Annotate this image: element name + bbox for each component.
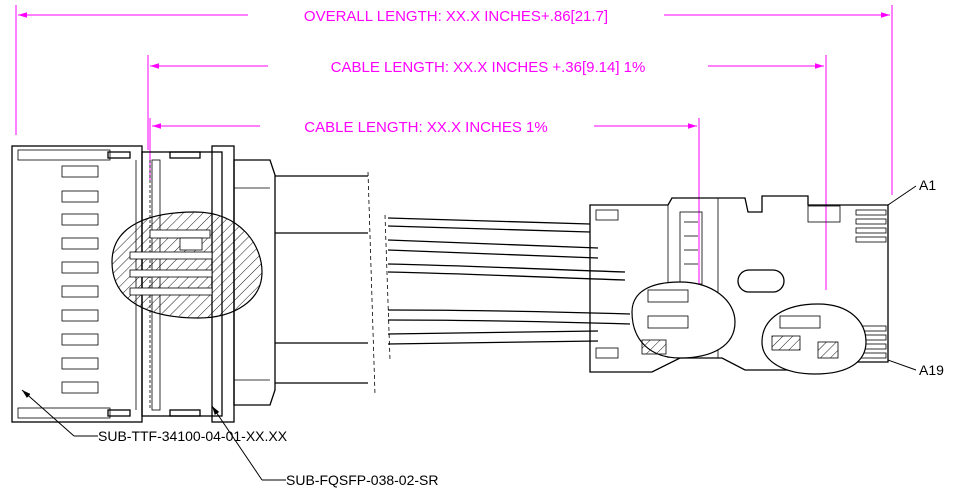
dimension-cable-length-b: CABLE LENGTH: XX.X INCHES 1% [149, 118, 700, 300]
housing-part-number: SUB-TTF-34100-04-01-XX.XX [98, 428, 288, 444]
callout-plug: SUB-FQSFP-038-02-SR [211, 405, 438, 488]
cable-bundle [275, 171, 631, 396]
section-breakout-right-2 [761, 303, 867, 375]
overall-length-label: OVERALL LENGTH: XX.X INCHES+.86[21.7] [304, 8, 608, 25]
housing-slots [61, 165, 99, 394]
edge-contacts-top [855, 209, 887, 243]
pin-label-a1: A1 [887, 177, 936, 206]
dimension-overall-length: OVERALL LENGTH: XX.X INCHES+.86[21.7] [15, 5, 893, 195]
cable-length-b-label: CABLE LENGTH: XX.X INCHES 1% [304, 119, 547, 136]
plug-part-number: SUB-FQSFP-038-02-SR [286, 472, 438, 488]
right-connector [589, 195, 889, 375]
cable-length-a-label: CABLE LENGTH: XX.X INCHES +.36[9.14] 1% [331, 59, 646, 76]
pin-label-a19: A19 [887, 359, 944, 378]
dimension-cable-length-a: CABLE LENGTH: XX.X INCHES +.36[9.14] 1% [147, 55, 827, 290]
callout-housing: SUB-TTF-34100-04-01-XX.XX [21, 389, 288, 444]
section-breakout-left [111, 211, 263, 319]
pin-a19-text: A19 [919, 362, 944, 378]
left-connector [11, 145, 276, 423]
pin-a1-text: A1 [919, 177, 936, 193]
